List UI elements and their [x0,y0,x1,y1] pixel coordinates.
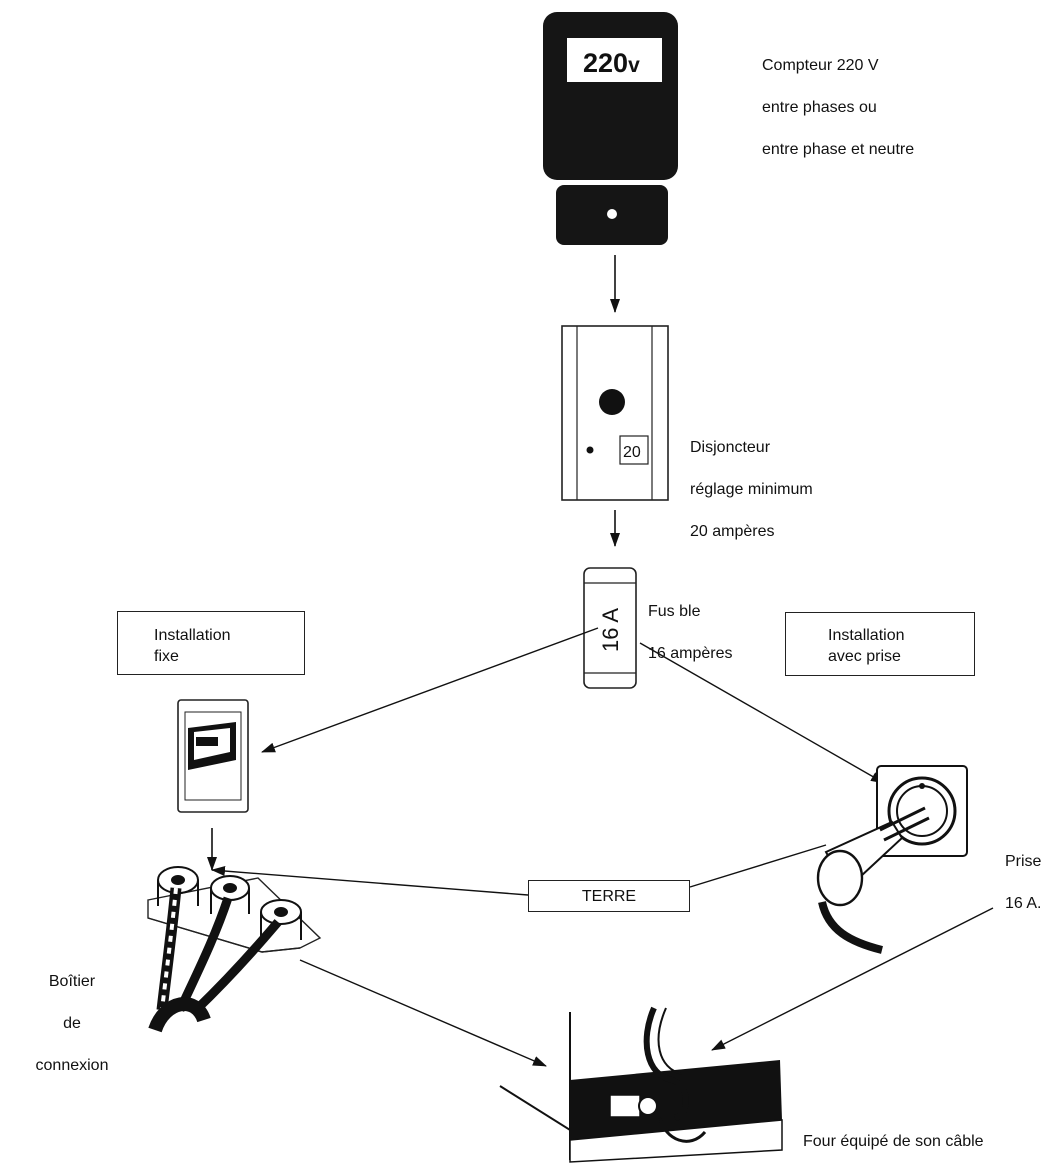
oven-label: Four équipé de son câble [803,1110,984,1152]
junction-box-label-line-3: connexion [35,1057,109,1074]
fuse-rating: 16 A [598,608,623,652]
breaker-label: Disjoncteur réglage minimum 20 ampères [690,416,813,542]
arrow-fuse-to-switch [261,627,599,753]
breaker-label-line-1: Disjoncteur [690,439,771,456]
installation-fixed-line-2: fixe [154,648,179,665]
installation-plug-line-1: Installation [828,627,905,644]
breaker-setting: 20 [623,444,641,461]
meter-label-line-2: entre phases ou [762,99,877,116]
installation-fixed-box: Installation fixe [117,611,305,675]
fuse-label-line-2: 16 ampères [648,645,733,662]
arrow-socket-to-oven [711,907,994,1051]
installation-plug-box: Installation avec prise [785,612,975,676]
circuit-breaker: 20 [561,325,669,501]
earth-wire-left [211,866,529,896]
junction-box-label-line-1: Boîtier [48,973,96,990]
meter-label: Compteur 220 V entre phases ou entre pha… [762,34,914,160]
earth-box: TERRE [528,880,690,912]
oven-label-text: Four équipé de son câble [803,1133,984,1150]
breaker-label-line-2: réglage minimum [690,481,813,498]
arrow-fuse-to-socket [639,642,885,784]
fuse-label: Fus ble 16 ampères [648,580,733,664]
wall-switch [177,699,249,813]
earth-wire-right [689,844,827,888]
breaker-label-line-3: 20 ampères [690,523,775,540]
fuse: 16 A [583,567,637,689]
electric-meter: 220v [543,12,678,245]
installation-fixed-line-1: Installation [154,627,231,644]
plug [816,806,930,954]
junction-box-label-line-2: de [63,1015,81,1032]
socket-label-line-2: 16 A. [1005,895,1042,912]
socket-label: Prise 16 A. [1005,830,1041,914]
installation-plug-line-2: avec prise [828,648,901,665]
junction-box-label: Boîtier de connexion [30,950,114,1076]
oven [499,1006,783,1163]
socket-label-line-1: Prise [1005,853,1042,870]
arrow-box-to-oven [299,959,547,1067]
svg-text:220v: 220v [583,48,640,78]
meter-label-line-1: Compteur 220 V [762,57,879,74]
fuse-label-line-1: Fus ble [648,603,701,620]
meter-label-line-3: entre phase et neutre [762,141,915,158]
meter-display-value: 220 [583,48,628,78]
earth-label: TERRE [581,888,637,905]
junction-box [147,866,322,1033]
meter-display-unit: v [628,54,640,77]
